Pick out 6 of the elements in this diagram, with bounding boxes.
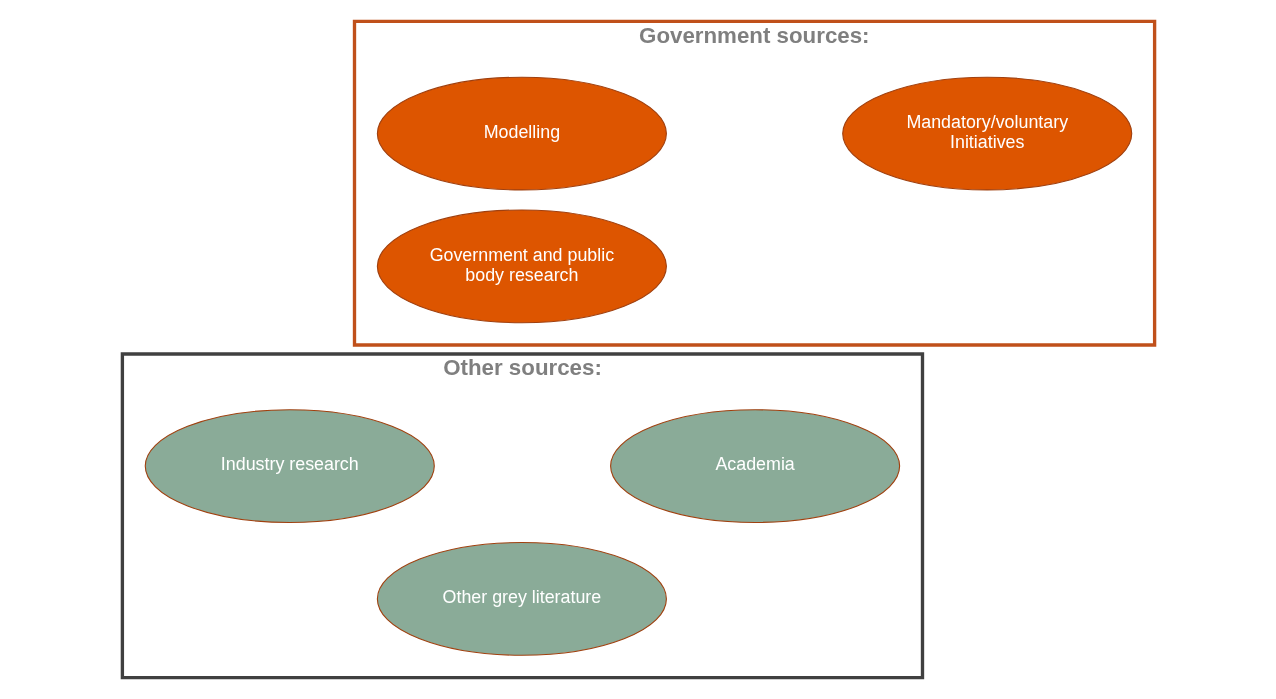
node-ellipse: Mandatory/voluntary Initiatives xyxy=(841,76,1132,191)
node-ellipse: Government and public body research xyxy=(376,209,667,324)
node-ellipse: Other grey literature xyxy=(376,542,667,656)
node-ellipse: Academia xyxy=(609,409,900,524)
node-ellipse: Modelling xyxy=(376,76,667,191)
node-ellipse: Industry research xyxy=(144,409,435,524)
